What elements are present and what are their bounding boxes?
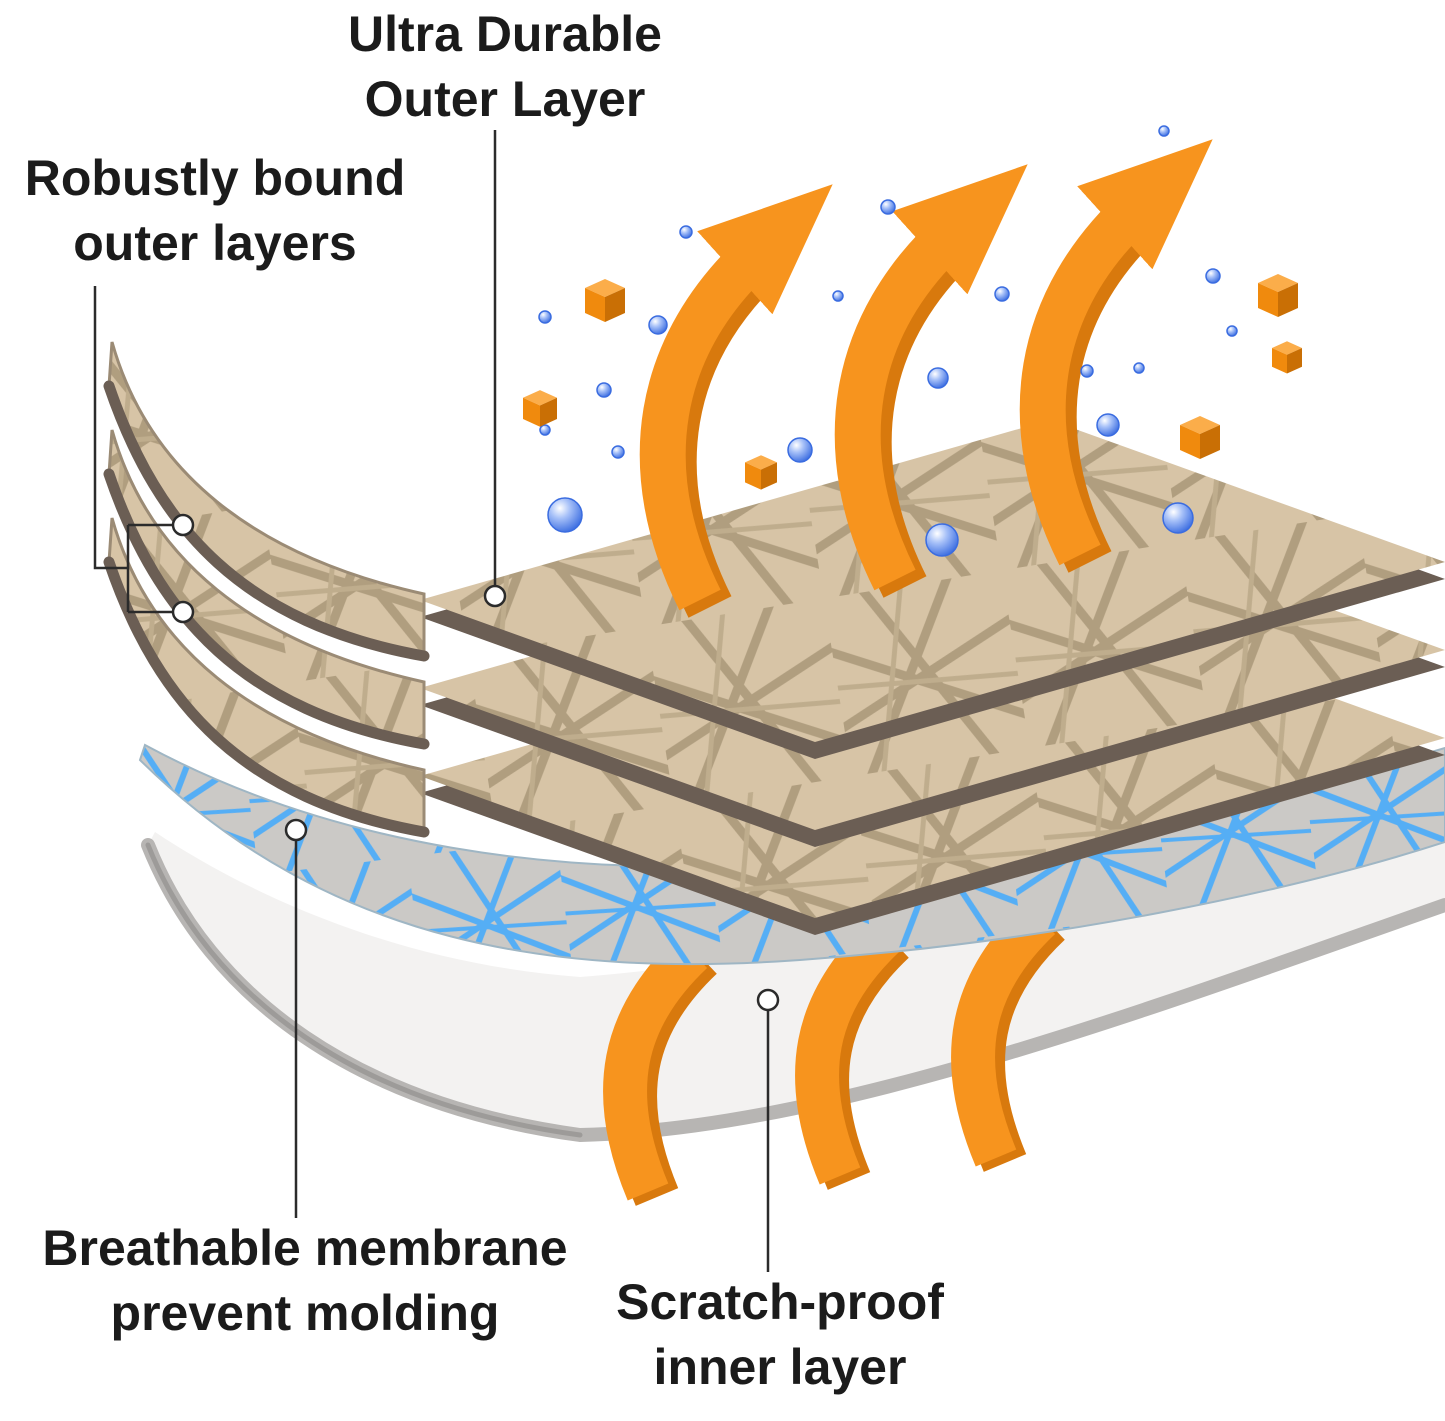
leader-dots bbox=[171, 513, 780, 1012]
label-ultra-durable-line2: Outer Layer bbox=[364, 71, 646, 127]
moisture-droplets bbox=[538, 125, 1238, 557]
label-breathable-membrane-line2: prevent molding bbox=[110, 1285, 500, 1341]
leader-dot-bound-bottom bbox=[171, 600, 195, 624]
label-breathable-membrane: Breathable membrane prevent molding bbox=[5, 1216, 605, 1346]
label-scratch-proof-inner-layer: Scratch-proof inner layer bbox=[565, 1270, 995, 1400]
label-scratch-proof-line1: Scratch-proof bbox=[616, 1274, 944, 1330]
leader-bound-layers-stem bbox=[93, 286, 128, 570]
label-ultra-durable-outer-layer: Ultra Durable Outer Layer bbox=[255, 2, 755, 132]
label-ultra-durable-line1: Ultra Durable bbox=[348, 6, 662, 62]
leader-dot-inner-layer bbox=[756, 988, 780, 1012]
label-robustly-bound-line2: outer layers bbox=[73, 215, 357, 271]
airflow-arrows-bottom bbox=[603, 901, 1066, 1206]
label-scratch-proof-line2: inner layer bbox=[653, 1339, 907, 1395]
vapor-arrows-top bbox=[639, 139, 1213, 618]
leader-dot-membrane bbox=[284, 818, 308, 842]
label-robustly-bound-outer-layers: Robustly bound outer layers bbox=[0, 146, 440, 276]
leader-dot-bound-top bbox=[171, 513, 195, 537]
label-breathable-membrane-line1: Breathable membrane bbox=[42, 1220, 568, 1276]
leader-dot-outer-layer bbox=[483, 584, 507, 608]
label-robustly-bound-line1: Robustly bound bbox=[24, 150, 406, 206]
leader-lines bbox=[93, 130, 770, 1272]
